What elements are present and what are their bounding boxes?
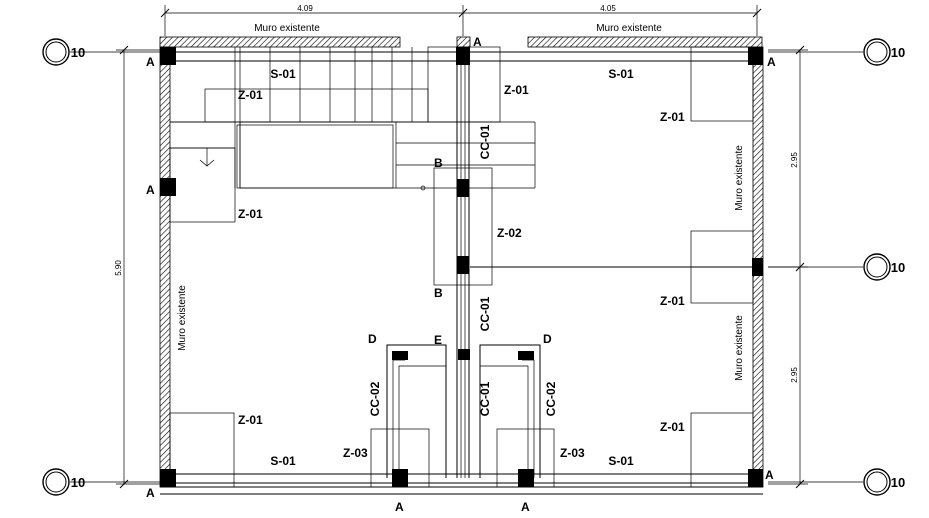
column-d-right bbox=[518, 351, 534, 360]
column-bl bbox=[160, 469, 176, 487]
svg-text:10: 10 bbox=[71, 475, 85, 490]
mark-b1: A bbox=[395, 500, 404, 514]
grid-bubble-right-top: 10 bbox=[863, 38, 905, 66]
wall-label-top-left: Muro existente bbox=[254, 23, 320, 34]
svg-text:10: 10 bbox=[71, 45, 85, 60]
beam-s01-top-left: S-01 bbox=[270, 67, 296, 81]
grid-bubble-right-middle: 10 bbox=[863, 253, 905, 281]
dim-top-right: 4.05 bbox=[600, 4, 616, 13]
column-b-upper bbox=[457, 179, 469, 197]
column-ml bbox=[160, 178, 176, 196]
dim-right-lower: 2.95 bbox=[790, 367, 799, 383]
footing-z01-right-bottom: Z-01 bbox=[660, 420, 685, 434]
mark-b-upper: B bbox=[434, 156, 443, 170]
column-e bbox=[458, 349, 470, 360]
dim-top-left: 4.09 bbox=[297, 4, 313, 13]
beam-s01-top-right: S-01 bbox=[608, 67, 634, 81]
column-tr bbox=[748, 47, 763, 65]
mark-bl: A bbox=[146, 486, 155, 500]
beam-cc02-left: CC-02 bbox=[368, 381, 382, 416]
mark-ml: A bbox=[146, 183, 155, 197]
column-b-lower bbox=[457, 256, 469, 274]
footing-z01-right-mid: Z-01 bbox=[660, 294, 685, 308]
cc02-elements bbox=[386, 344, 541, 478]
footing-z01-stair: Z-01 bbox=[238, 88, 263, 102]
column-right-middle bbox=[752, 258, 763, 276]
grid-bubble-right-bottom: 10 bbox=[863, 468, 905, 496]
beam-cc02-right: CC-02 bbox=[544, 381, 558, 416]
grid-bubble-left-top: 10 bbox=[42, 38, 85, 66]
columns bbox=[160, 47, 763, 487]
dimension-lines bbox=[116, 5, 808, 489]
beam-s01-bottom-left: S-01 bbox=[270, 454, 296, 468]
footing-z02: Z-02 bbox=[497, 226, 522, 240]
mark-d-left: D bbox=[368, 332, 377, 346]
column-tl bbox=[160, 47, 176, 65]
column-tm bbox=[456, 47, 470, 65]
mark-d-right: D bbox=[543, 332, 552, 346]
svg-text:10: 10 bbox=[891, 475, 905, 490]
wall-label-right-lower: Muro existente bbox=[734, 315, 745, 381]
mark-e: E bbox=[434, 333, 442, 347]
mark-b2: A bbox=[521, 500, 530, 514]
column-br bbox=[748, 469, 763, 487]
footing-z03-left: Z-03 bbox=[343, 446, 368, 460]
mark-b-lower: B bbox=[434, 286, 443, 300]
dim-left-total: 5.90 bbox=[114, 260, 123, 276]
wall-label-right-upper: Muro existente bbox=[734, 145, 745, 211]
footing-z01-center-top: Z-01 bbox=[504, 83, 529, 97]
dim-right-upper: 2.95 bbox=[790, 152, 799, 168]
column-b1 bbox=[392, 469, 408, 487]
beam-s01-bottom-right: S-01 bbox=[608, 454, 634, 468]
footing-z01-left-mid: Z-01 bbox=[238, 207, 263, 221]
stair bbox=[170, 47, 426, 191]
grid-bubble-left-bottom: 10 bbox=[42, 468, 85, 496]
footing-z01-right-top: Z-01 bbox=[660, 110, 685, 124]
beam-cc01-low: CC-01 bbox=[478, 381, 492, 416]
mark-br: A bbox=[765, 468, 774, 482]
mark-tm: A bbox=[473, 35, 482, 49]
beam-cc01-top: CC-01 bbox=[478, 124, 492, 159]
beam-cc01-mid: CC-01 bbox=[478, 296, 492, 331]
wall-label-top-right: Muro existente bbox=[596, 23, 662, 34]
grid-axes bbox=[70, 51, 863, 483]
column-d-left bbox=[392, 351, 408, 360]
mark-tr: A bbox=[767, 55, 776, 69]
footing-z03-right: Z-03 bbox=[560, 446, 585, 460]
column-b2 bbox=[518, 469, 534, 487]
footing-z01-left-bottom: Z-01 bbox=[238, 413, 263, 427]
wall-label-left: Muro existente bbox=[177, 285, 188, 351]
svg-text:10: 10 bbox=[891, 45, 905, 60]
mark-tl: A bbox=[146, 55, 155, 69]
svg-text:10: 10 bbox=[891, 260, 905, 275]
